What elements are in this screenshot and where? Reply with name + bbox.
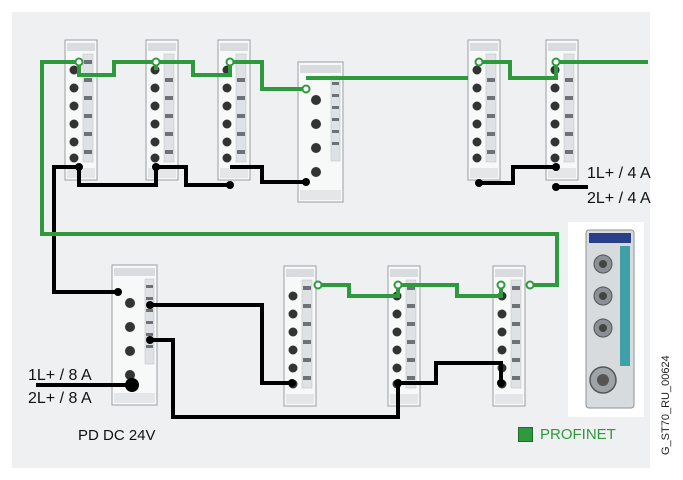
power-module-label: PD DC 24V bbox=[78, 427, 156, 444]
profinet-legend-label: PROFINET bbox=[540, 426, 616, 443]
power-ports bbox=[75, 163, 560, 387]
profinet-ports bbox=[74, 57, 561, 290]
legend: PROFINET bbox=[518, 426, 616, 443]
profinet-swatch bbox=[518, 427, 533, 442]
supply-label-right-2: 2L+ / 4 A bbox=[587, 190, 651, 207]
supply-terminal bbox=[125, 378, 139, 392]
module-photo bbox=[568, 222, 644, 417]
power-cables bbox=[36, 165, 588, 419]
supply-label-left-1: 1L+ / 8 A bbox=[28, 367, 92, 384]
profinet-cables bbox=[40, 60, 648, 298]
supply-label-right-1: 1L+ / 4 A bbox=[587, 165, 651, 182]
document-id: G_ST70_RU_00624 bbox=[660, 355, 672, 455]
supply-label-left-2: 2L+ / 8 A bbox=[28, 390, 92, 407]
